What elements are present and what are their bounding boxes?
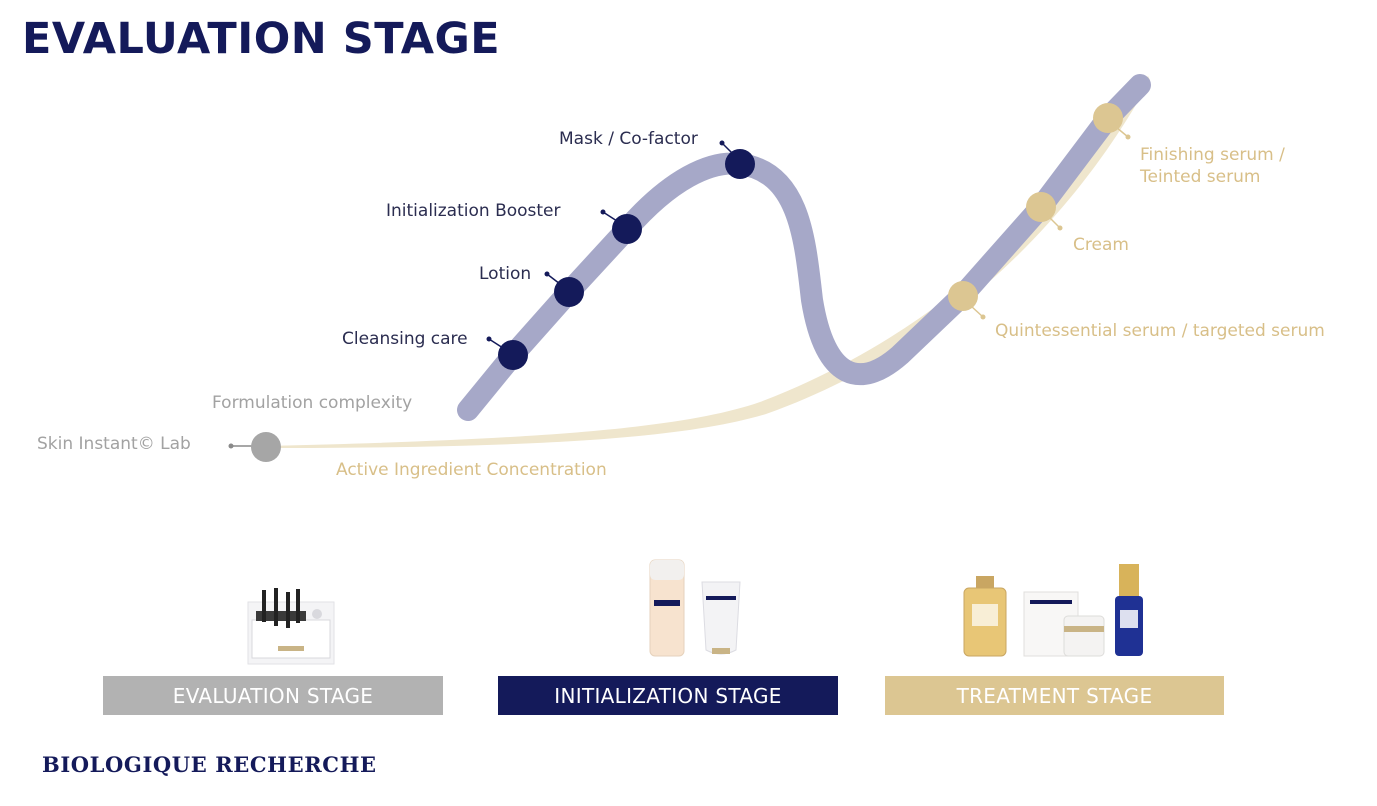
cream-label: Cream: [1073, 235, 1129, 255]
page-title: EVALUATION STAGE: [22, 14, 501, 64]
skin-instant-lab-node[interactable]: [251, 432, 281, 462]
brand-logo: BIOLOGIQUE RECHERCHE: [42, 752, 377, 777]
initialization-stage-bar[interactable]: INITIALIZATION STAGE: [498, 676, 838, 715]
start-dot: [228, 443, 234, 449]
initialization-products-image: [649, 559, 741, 657]
quintessential-serum-label: Quintessential serum / targeted serum: [995, 321, 1325, 341]
evaluation-stage-label: EVALUATION STAGE: [172, 683, 374, 708]
cleansing-care-label: Cleansing care: [342, 329, 468, 349]
skin-instant-lab-label: Skin Instant© Lab: [37, 434, 191, 454]
x-axis-label: Active Ingredient Concentration: [336, 460, 607, 480]
treatment-products-image: [963, 564, 1143, 657]
initialization-booster-node[interactable]: [612, 214, 642, 244]
initialization-booster-label: Initialization Booster: [386, 201, 561, 221]
lotion-label: Lotion: [479, 264, 531, 284]
evaluation-stage-bar[interactable]: EVALUATION STAGE: [103, 676, 443, 715]
mask-cofactor-node[interactable]: [725, 149, 755, 179]
lotion-node[interactable]: [554, 277, 584, 307]
finishing-serum-node[interactable]: [1093, 103, 1123, 133]
formulation-complexity-curve: [457, 74, 1151, 421]
cleansing-care-node[interactable]: [498, 340, 528, 370]
y-axis-label: Formulation complexity: [212, 393, 412, 413]
finishing-serum-label-line1: Finishing serum /: [1140, 145, 1285, 165]
evaluation-device-image: [247, 588, 335, 665]
mask-cofactor-label: Mask / Co-factor: [559, 129, 698, 149]
treatment-stage-label: TREATMENT STAGE: [956, 683, 1153, 708]
finishing-serum-label-line2: Teinted serum: [1139, 167, 1260, 187]
initialization-stage-label: INITIALIZATION STAGE: [554, 683, 782, 708]
quintessential-serum-node[interactable]: [948, 281, 978, 311]
cream-node[interactable]: [1026, 192, 1056, 222]
treatment-stage-bar[interactable]: TREATMENT STAGE: [885, 676, 1224, 715]
